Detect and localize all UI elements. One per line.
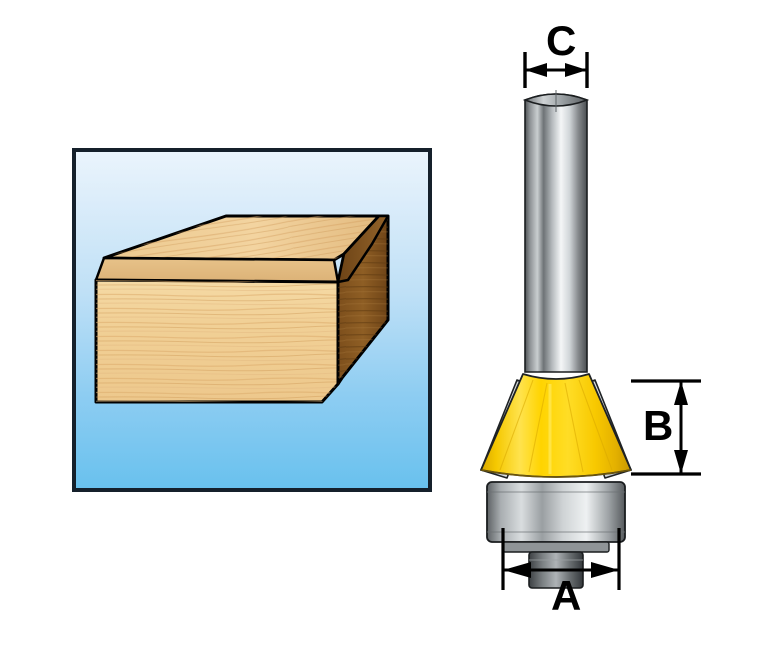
dimension-label-c: C: [546, 17, 577, 64]
dimension-a: [501, 528, 621, 590]
wood-profile-panel-inner: [76, 152, 428, 488]
chamfered-wood-block: [94, 214, 390, 404]
wood-chamfer-bevel: [94, 256, 340, 284]
bit-shank: [522, 90, 590, 373]
dimension-label-b: B: [643, 402, 674, 449]
dimension-label-a: A: [551, 572, 582, 619]
bit-cutter-body: [480, 373, 632, 478]
bit-guide-bearing: [486, 481, 626, 553]
wood-profile-panel: [72, 148, 432, 492]
wood-front-face: [94, 278, 340, 404]
router-bit-figure: [455, 0, 771, 656]
dimension-c: [523, 52, 589, 88]
wood-end-grain-face: [336, 214, 390, 386]
dimension-b: [631, 379, 701, 476]
wood-top-face: [102, 214, 381, 262]
